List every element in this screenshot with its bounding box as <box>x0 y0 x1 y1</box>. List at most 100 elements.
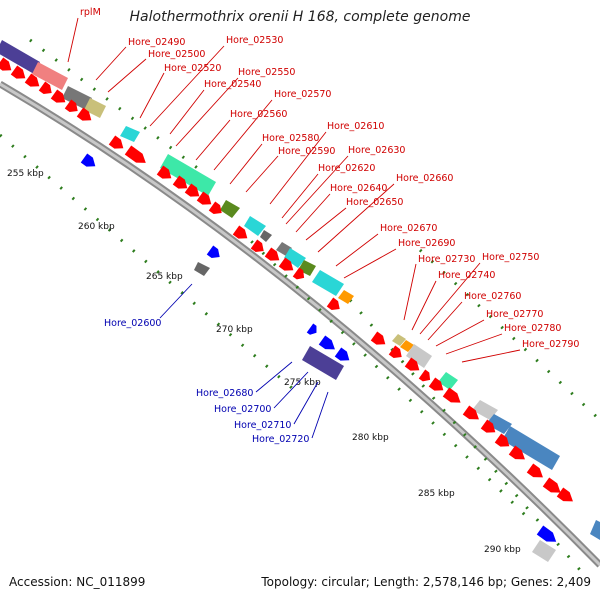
feature-block <box>590 520 600 540</box>
leader-line <box>403 263 417 321</box>
feature-block <box>406 344 432 368</box>
forward-gene-arrow <box>556 487 573 502</box>
forward-gene-arrow <box>428 377 444 391</box>
gene-label: Hore_02500 <box>148 49 205 60</box>
forward-gene-arrow <box>526 463 543 478</box>
forward-gene-arrow <box>334 347 350 361</box>
forward-gene-arrow <box>232 225 248 239</box>
feature-block <box>32 62 68 90</box>
feature-block <box>194 262 210 276</box>
gene-label: Hore_02770 <box>486 309 543 320</box>
scale-label: 265 kbp <box>146 272 183 282</box>
leader-line <box>461 349 521 363</box>
feature-block <box>532 540 556 562</box>
gene-label: Hore_02540 <box>204 79 261 90</box>
leader-line <box>281 173 319 219</box>
forward-gene-arrow <box>64 99 78 112</box>
forward-gene-arrow <box>184 183 200 197</box>
scale-label: 290 kbp <box>484 545 521 555</box>
leader-line <box>435 319 485 347</box>
leader-line <box>159 283 193 319</box>
forward-gene-arrow <box>156 165 172 179</box>
forward-gene-arrow <box>370 331 386 345</box>
gene-label: Hore_02750 <box>482 252 539 263</box>
leader-line <box>335 233 379 267</box>
feature-block <box>302 346 344 380</box>
leader-line <box>273 371 309 409</box>
scale-label: 280 kbp <box>352 433 389 443</box>
gene-label: Hore_02720 <box>252 434 309 445</box>
accession-text: Accession: NC_011899 <box>9 575 146 589</box>
leader-line <box>95 46 127 81</box>
gene-label: Hore_02600 <box>104 318 161 329</box>
leader-line <box>411 280 437 331</box>
gene-label: Hore_02620 <box>318 163 375 174</box>
forward-gene-arrow <box>76 107 92 121</box>
feature-block <box>486 414 512 434</box>
feature-block <box>400 340 414 352</box>
gene-label: Hore_02790 <box>522 339 579 350</box>
gene-label: Hore_02550 <box>238 67 295 78</box>
gene-label: Hore_02700 <box>214 404 271 415</box>
gene-label: Hore_02780 <box>504 323 561 334</box>
forward-gene-arrow <box>278 257 294 271</box>
forward-gene-arrow <box>508 445 525 460</box>
leader-line <box>305 207 347 241</box>
forward-gene-arrow <box>80 153 96 167</box>
gene-label: Hore_02580 <box>262 133 319 144</box>
label-leaders <box>67 17 521 439</box>
gene-label: Hore_02630 <box>348 145 405 156</box>
gene-label: rplM <box>80 7 101 18</box>
leader-line <box>285 155 349 225</box>
leader-line <box>67 17 79 63</box>
leader-line <box>317 183 395 253</box>
forward-gene-arrow <box>292 267 305 280</box>
forward-gene-arrow <box>542 477 561 493</box>
leader-line <box>255 361 293 393</box>
gene-label: Hore_02640 <box>330 183 387 194</box>
forward-gene-arrow <box>306 323 317 335</box>
gene-label: Hore_02490 <box>128 37 185 48</box>
feature-block <box>284 248 306 268</box>
forward-genes <box>0 57 573 502</box>
leader-line <box>139 72 165 119</box>
leader-line <box>149 45 225 127</box>
leader-line <box>311 391 329 439</box>
forward-gene-arrow <box>462 405 479 420</box>
feature-block <box>338 290 354 304</box>
feature-block <box>220 200 240 218</box>
gene-label: Hore_02650 <box>346 197 403 208</box>
forward-gene-arrow <box>50 89 66 103</box>
leader-line <box>419 262 481 335</box>
scale-ticks <box>0 38 600 571</box>
forward-gene-arrow <box>480 419 496 433</box>
gene-label: Hore_02570 <box>274 89 331 100</box>
leader-line <box>229 143 263 185</box>
forward-gene-arrow <box>10 65 26 79</box>
leader-line <box>213 99 273 171</box>
gene-label: Hore_02730 <box>418 254 475 265</box>
gene-labels-forward: rplM Hore_02490 Hore_02500 Hore_02520 Ho… <box>80 7 579 350</box>
leader-line <box>343 248 397 279</box>
leader-line <box>293 381 319 425</box>
leader-line <box>269 131 327 205</box>
map-title: Halothermothrix orenii H 168, complete g… <box>129 9 471 25</box>
gene-label: Hore_02680 <box>196 388 253 399</box>
gene-label: Hore_02740 <box>438 270 495 281</box>
forward-gene-arrow <box>172 175 188 189</box>
gene-label: Hore_02560 <box>230 109 287 120</box>
feature-block <box>0 40 40 74</box>
gene-label: Hore_02670 <box>380 223 437 234</box>
scale-label: 275 kbp <box>284 378 321 388</box>
gene-label: Hore_02590 <box>278 146 335 157</box>
forward-gene-arrow <box>318 335 335 350</box>
leader-line <box>245 155 279 193</box>
leader-line <box>295 193 331 233</box>
genome-summary: Topology: circular; Length: 2,578,146 bp… <box>261 575 591 589</box>
gene-label: Hore_02760 <box>464 291 521 302</box>
leader-line <box>195 119 231 161</box>
leader-line <box>445 333 503 355</box>
feature-block <box>392 334 406 346</box>
forward-gene-arrow <box>206 245 220 258</box>
forward-gene-arrow <box>196 191 212 205</box>
